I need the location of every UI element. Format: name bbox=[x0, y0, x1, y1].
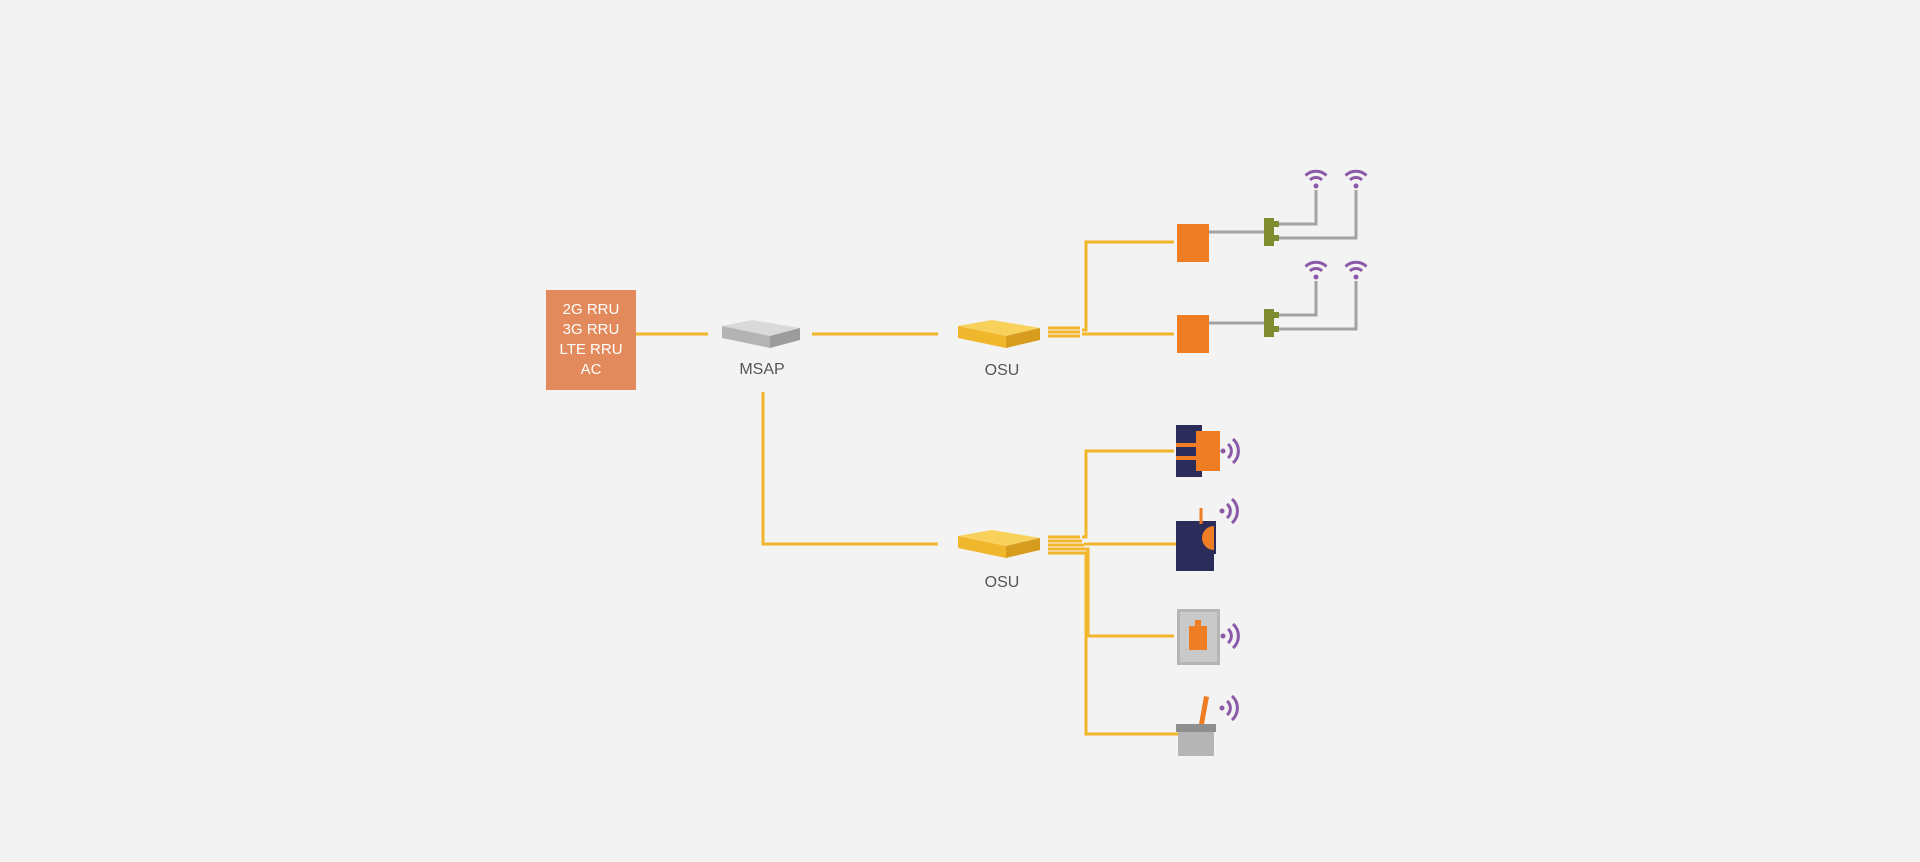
link-osu-bottom-device3 bbox=[1086, 547, 1174, 638]
device-wall-onu bbox=[1176, 425, 1240, 477]
orange-half-circle-icon bbox=[1202, 526, 1214, 550]
osu-top-device: OSU bbox=[958, 320, 1040, 379]
device-gray-base bbox=[1176, 694, 1239, 756]
msap-front-face bbox=[722, 326, 770, 348]
antenna-icon bbox=[1199, 696, 1209, 724]
onu-device-icon bbox=[1196, 431, 1220, 471]
signal-waves-icon bbox=[1220, 437, 1240, 465]
osu-top-label: OSU bbox=[985, 362, 1020, 379]
device-gray-box bbox=[1177, 609, 1240, 665]
rru-line-4: AC bbox=[581, 361, 602, 378]
onu-top-1 bbox=[1177, 169, 1368, 262]
onu-top-2 bbox=[1177, 260, 1368, 353]
msap-side-face bbox=[770, 328, 800, 348]
onu-slot-icon bbox=[1176, 443, 1200, 447]
rru-box-background bbox=[546, 290, 636, 390]
osu-bottom-side-face bbox=[1006, 538, 1040, 558]
wifi-icon bbox=[1344, 260, 1368, 280]
rru-line-3: LTE RRU bbox=[559, 341, 622, 358]
base-body-icon bbox=[1178, 732, 1214, 756]
rru-line-2: 3G RRU bbox=[563, 321, 620, 338]
osu-bottom-top-face bbox=[958, 530, 1040, 546]
gray-cable bbox=[1279, 190, 1358, 240]
osu-top-side-face bbox=[1006, 328, 1040, 348]
msap-device: MSAP bbox=[722, 320, 800, 378]
splitter-icon bbox=[1264, 218, 1279, 246]
link-msap-osu-bottom bbox=[761, 392, 938, 546]
device-navy-antenna bbox=[1176, 497, 1239, 571]
osu-bottom-label: OSU bbox=[985, 574, 1020, 591]
onu-device-icon bbox=[1189, 626, 1207, 650]
link-osu-bottom-device1 bbox=[1082, 449, 1174, 539]
osu-bottom-device: OSU bbox=[958, 530, 1040, 591]
splitter-icon bbox=[1264, 309, 1279, 337]
device-cutout-icon bbox=[1214, 554, 1220, 571]
wifi-icon bbox=[1304, 260, 1328, 280]
osu-top-top-face bbox=[958, 320, 1040, 336]
gray-cable bbox=[1279, 190, 1318, 226]
link-osu-bottom-device4 bbox=[1084, 551, 1178, 736]
msap-label: MSAP bbox=[739, 361, 784, 378]
gray-cable bbox=[1279, 281, 1358, 331]
signal-waves-icon bbox=[1219, 497, 1239, 525]
onu-slot-icon bbox=[1176, 456, 1200, 460]
gray-cable bbox=[1279, 281, 1318, 317]
link-osu-top-onu1 bbox=[1082, 240, 1174, 332]
fiber-links bbox=[636, 240, 1178, 736]
wifi-icon bbox=[1304, 169, 1328, 189]
onu-device-icon bbox=[1177, 224, 1209, 262]
onu-device-icon bbox=[1177, 315, 1209, 353]
signal-waves-icon bbox=[1219, 694, 1239, 722]
signal-waves-icon bbox=[1220, 622, 1240, 650]
wifi-icon bbox=[1344, 169, 1368, 189]
msap-top-face bbox=[722, 320, 800, 336]
base-top-icon bbox=[1176, 724, 1216, 732]
onu-antenna-icon bbox=[1195, 620, 1201, 626]
osu-top-front-face bbox=[958, 326, 1006, 348]
rru-box: 2G RRU 3G RRU LTE RRU AC bbox=[546, 290, 636, 390]
osu-bottom-front-face bbox=[958, 536, 1006, 558]
rru-line-1: 2G RRU bbox=[563, 301, 620, 318]
